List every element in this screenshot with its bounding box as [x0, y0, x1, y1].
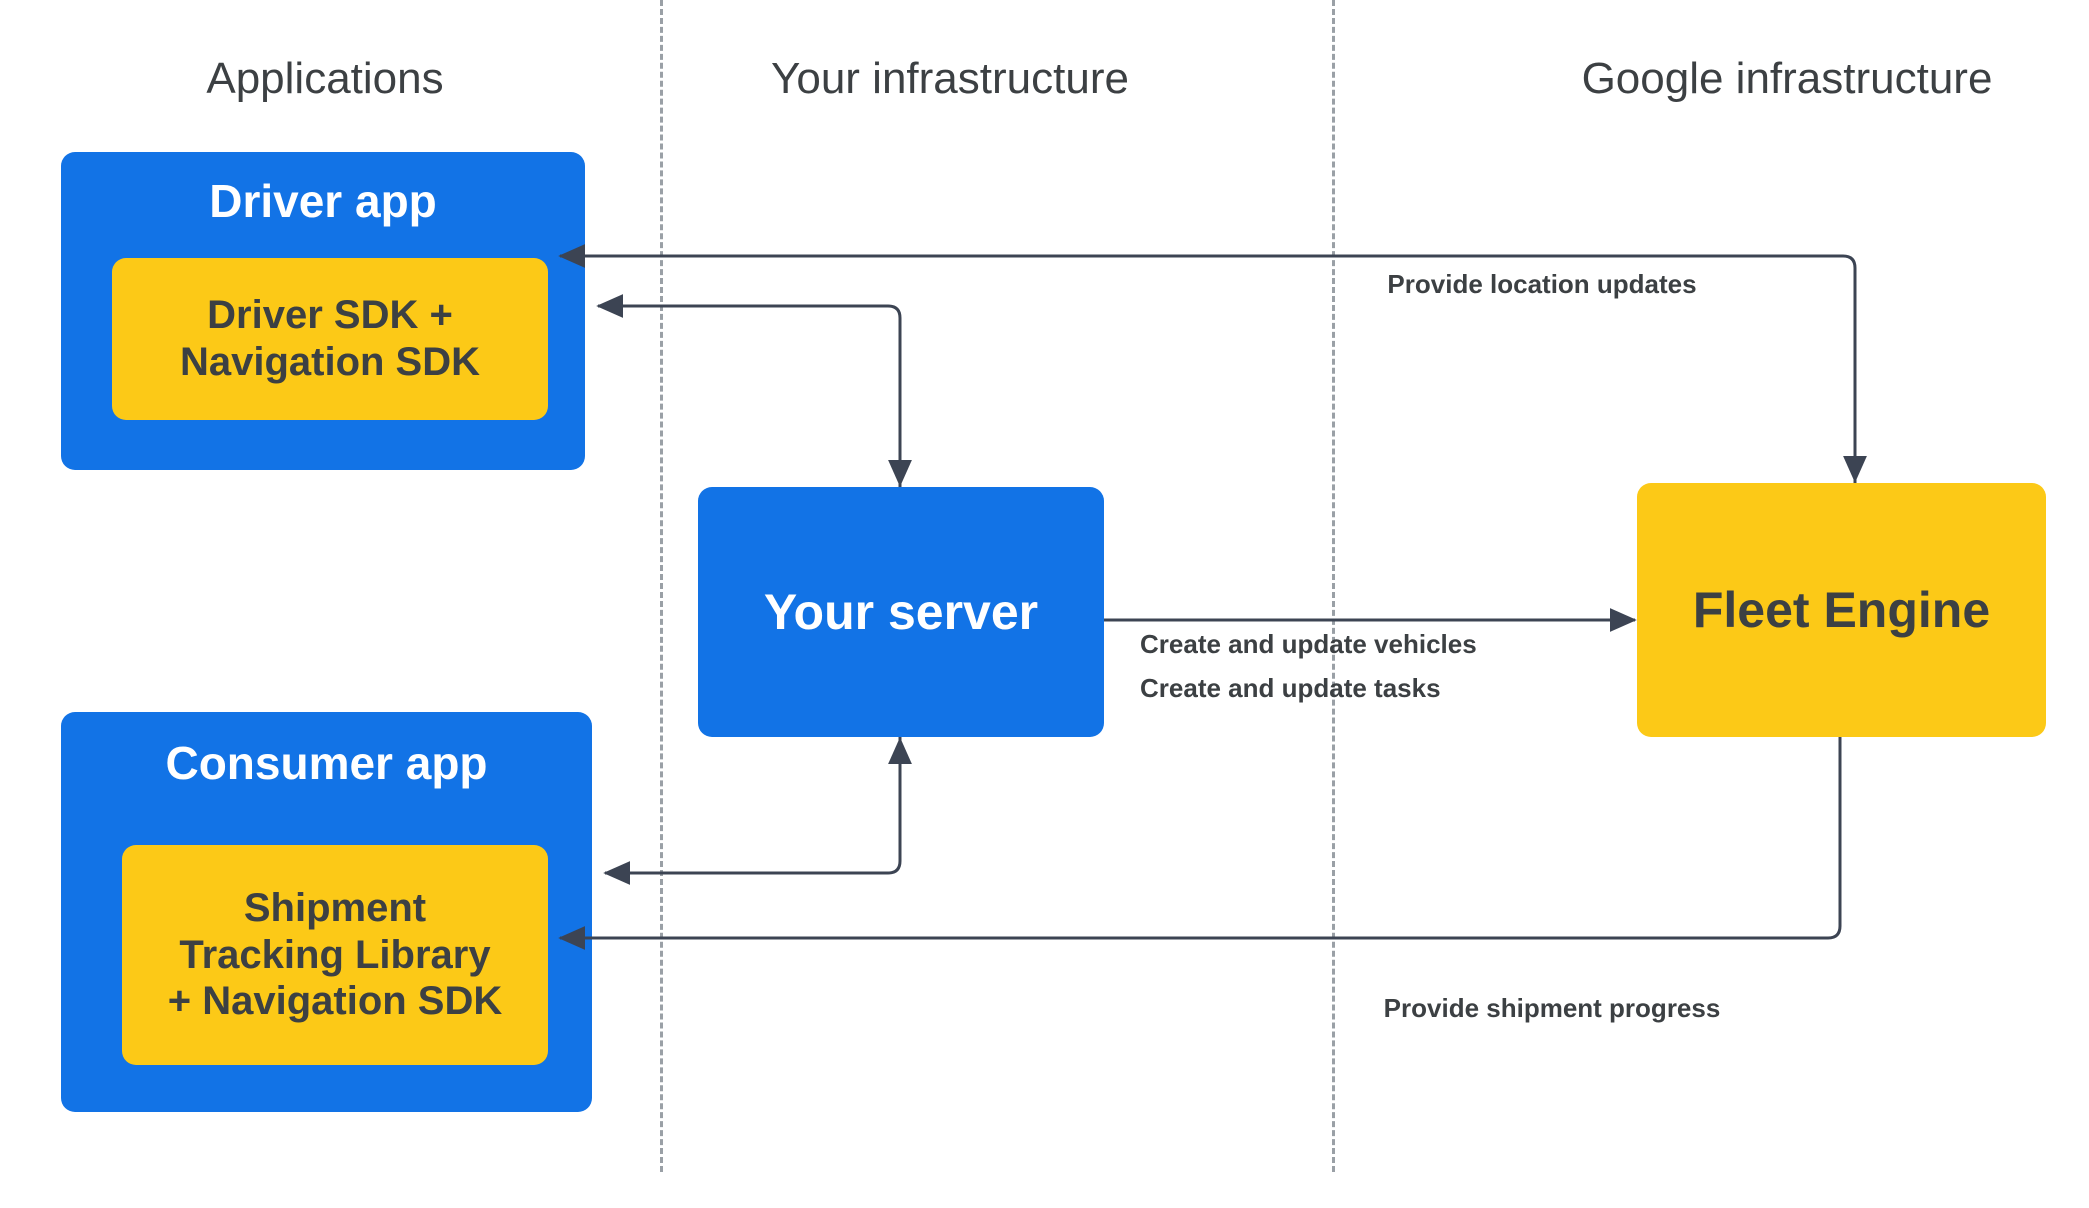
- edge-label-provide-location-updates: Provide location updates: [1387, 269, 1697, 299]
- consumer-sdk-line-2: Tracking Library: [179, 932, 491, 977]
- column-header-your-infrastructure: Your infrastructure: [771, 54, 1129, 103]
- node-consumer-app[interactable]: Consumer app Shipment Tracking Library +…: [61, 712, 592, 1112]
- edge-provide-shipment-progress: [558, 737, 1842, 950]
- consumer-sdk-line-1: Shipment: [243, 885, 427, 930]
- edge-label-create-and-update-tasks: Create and update tasks: [1140, 673, 1441, 703]
- node-shipment-tracking-library[interactable]: Shipment Tracking Library + Navigation S…: [122, 845, 548, 1065]
- divider-applications-infrastructure: [660, 0, 663, 1172]
- node-driver-app[interactable]: Driver app Driver SDK + Navigation SDK: [61, 152, 585, 470]
- your-server-title: Your server: [763, 584, 1039, 640]
- driver-app-title: Driver app: [209, 175, 437, 227]
- divider-infrastructure-google: [1332, 0, 1335, 1172]
- driver-sdk-line-1: Driver SDK +: [207, 293, 453, 338]
- consumer-app-title: Consumer app: [165, 737, 488, 789]
- edge-label-create-and-update-vehicles: Create and update vehicles: [1140, 629, 1477, 659]
- column-header-google-infrastructure: Google infrastructure: [1581, 54, 1993, 103]
- edge-label-provide-shipment-progress: Provide shipment progress: [1383, 993, 1721, 1023]
- node-driver-sdk[interactable]: Driver SDK + Navigation SDK: [112, 258, 548, 420]
- fleet-engine-title: Fleet Engine: [1692, 582, 1991, 638]
- node-fleet-engine[interactable]: Fleet Engine: [1637, 483, 2046, 737]
- edge-consumer-server-link: [603, 737, 912, 885]
- driver-sdk-line-2: Navigation SDK: [179, 340, 481, 384]
- edge-driver-server-link: [596, 294, 912, 487]
- consumer-sdk-line-3: + Navigation SDK: [167, 979, 503, 1024]
- column-header-applications: Applications: [206, 54, 444, 103]
- node-your-server[interactable]: Your server: [698, 487, 1104, 737]
